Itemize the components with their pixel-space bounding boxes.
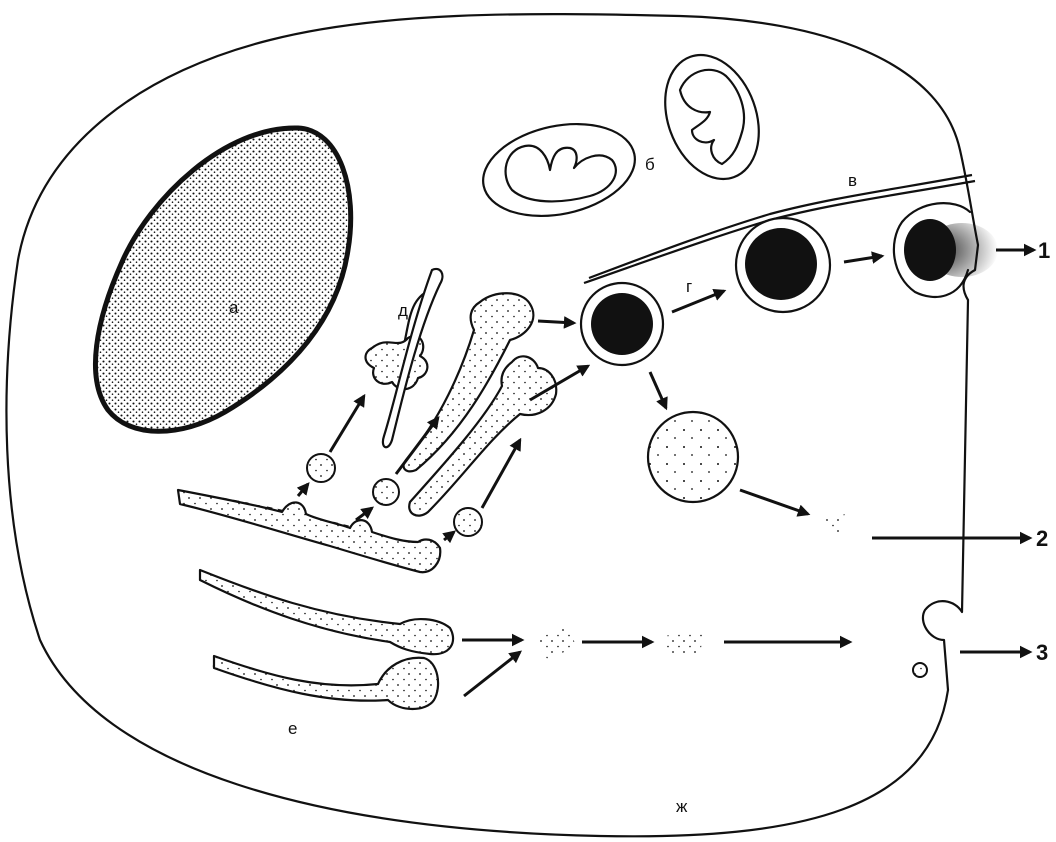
transport-vesicle-1: [306, 453, 336, 483]
rough-er-upper: [176, 488, 442, 574]
label-nucleus: а: [229, 298, 239, 317]
transport-vesicle-2: [372, 478, 400, 506]
lysosome: [646, 410, 740, 504]
exocytosis-vesicle: [912, 662, 928, 678]
output-label-3: 3: [1036, 640, 1048, 665]
granule-2: [734, 216, 832, 314]
label-golgi: д: [398, 301, 408, 320]
secretory-material-2: [664, 630, 704, 656]
flow-arrows: [296, 251, 885, 698]
label-membrane: в: [848, 171, 857, 190]
label-granule-path: г: [686, 277, 692, 296]
label-cell-membrane: ж: [676, 797, 688, 816]
granule-1: [579, 281, 665, 367]
mitochondrion-right: [664, 53, 760, 181]
nucleus: [92, 125, 354, 434]
golgi-cisterna-1: [381, 267, 444, 449]
mitochondrion-left: [482, 122, 636, 218]
rough-er-middle: [198, 568, 455, 656]
rough-er-lower: [212, 654, 440, 711]
output-label-1: 1: [1038, 238, 1050, 263]
output-label-2: 2: [1036, 526, 1048, 551]
label-mitochondria: б: [645, 155, 655, 174]
transport-vesicle-3: [453, 507, 483, 537]
lysosome-remnant: [820, 514, 846, 536]
secretory-material-1: [534, 626, 576, 660]
label-er: е: [288, 719, 297, 738]
golgi-cisterna-3: [408, 355, 558, 517]
granule-3: [892, 202, 998, 299]
